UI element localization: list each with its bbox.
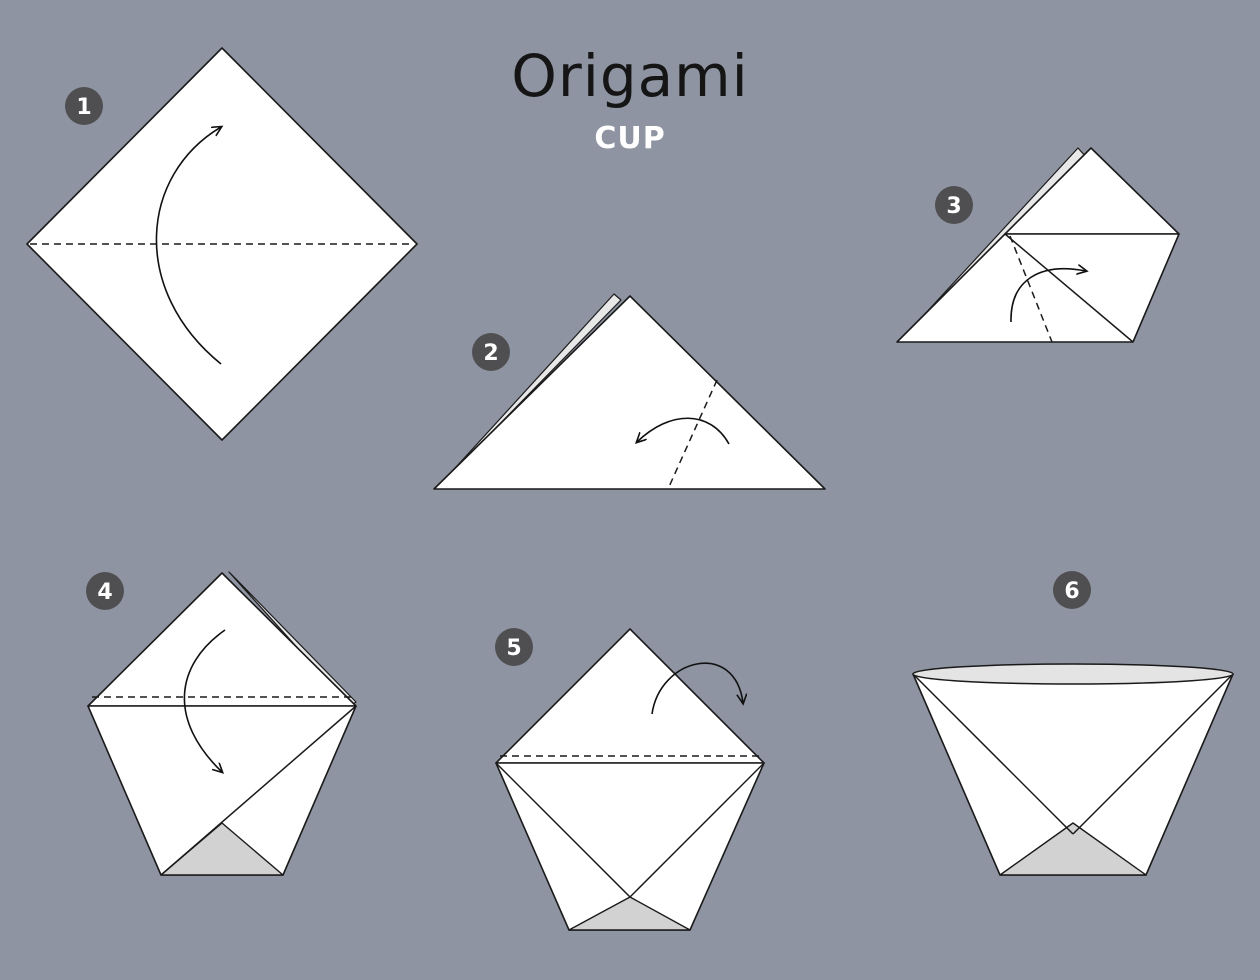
step-3-number: 3 bbox=[946, 194, 961, 219]
step-4-diagonal-edge bbox=[160, 705, 357, 876]
step-4-top-flap bbox=[87, 572, 357, 707]
step-4-badge: 4 bbox=[86, 572, 124, 610]
step-4-number: 4 bbox=[97, 580, 112, 605]
step-3-fold-arrow bbox=[1010, 269, 1086, 323]
diagram-subtitle: CUP bbox=[594, 121, 665, 156]
step-6-badge: 6 bbox=[1053, 571, 1091, 609]
step-5-left-diagonal bbox=[495, 762, 631, 898]
step-1: 1 bbox=[26, 47, 418, 441]
step-2-paper-triangle bbox=[433, 295, 826, 490]
step-6-right-diagonal bbox=[1072, 673, 1234, 835]
step-1-fold-arrow bbox=[155, 127, 221, 365]
step-6-cup-rim bbox=[912, 663, 1234, 685]
step-3-diagonal-edge bbox=[1004, 233, 1134, 343]
step-1-badge: 1 bbox=[65, 87, 103, 125]
step-5-number: 5 bbox=[506, 636, 521, 661]
step-4-fold-arrow bbox=[183, 629, 226, 772]
step-5: 5 bbox=[495, 628, 765, 931]
step-2-badge: 2 bbox=[472, 333, 510, 371]
step-3: 3 bbox=[896, 147, 1180, 343]
diagram-title: Origami bbox=[511, 42, 749, 110]
step-5-top-flap bbox=[495, 628, 765, 764]
step-2-fold-arrow bbox=[637, 417, 730, 445]
step-6-left-diagonal bbox=[912, 673, 1074, 835]
step-4: 4 bbox=[86, 571, 357, 876]
step-6: 6 bbox=[912, 571, 1234, 876]
step-2-back-layer bbox=[435, 293, 622, 490]
step-1-number: 1 bbox=[76, 95, 91, 120]
step-3-badge: 3 bbox=[935, 186, 973, 224]
step-2: 2 bbox=[433, 293, 826, 490]
step-5-badge: 5 bbox=[495, 628, 533, 666]
step-5-fold-arrow bbox=[651, 662, 743, 715]
step-3-top-flap bbox=[1004, 147, 1180, 235]
step-2-number: 2 bbox=[483, 341, 498, 366]
step-6-number: 6 bbox=[1064, 579, 1079, 604]
step-3-lower-body bbox=[896, 233, 1180, 343]
step-5-inner-shade bbox=[568, 896, 691, 931]
step-2-fold-line bbox=[667, 379, 718, 490]
step-6-inner-shade bbox=[999, 822, 1147, 876]
step-5-right-diagonal bbox=[629, 762, 765, 898]
